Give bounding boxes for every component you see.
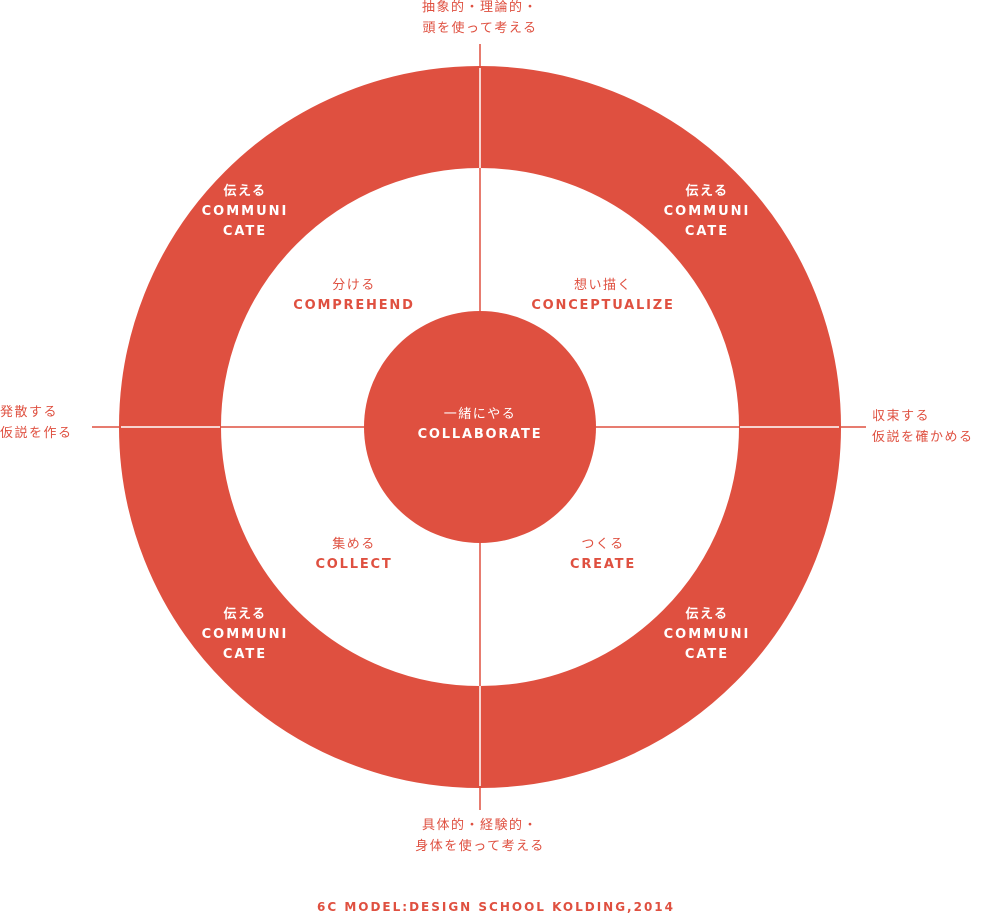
ring-label-top-left: 伝える COMMUNI CATE — [180, 182, 310, 242]
axis-label-bottom-line2: 身体を使って考える — [415, 838, 545, 854]
quadrant-label-top-left-en: COMPREHEND — [293, 298, 415, 314]
axis-label-top: 抽象的・理論的・ 頭を使って考える — [380, 0, 580, 40]
ring-label-bottom-right-ja: 伝える — [685, 607, 729, 622]
ring-label-top-right-ja: 伝える — [685, 184, 729, 199]
ring-label-bottom-left-ja: 伝える — [223, 607, 267, 622]
ring-label-bottom-left-en1: COMMUNI — [201, 627, 289, 643]
quadrant-label-bottom-right-ja: つくる — [581, 537, 625, 552]
center-label-ja: 一緒にやる — [443, 407, 517, 422]
ring-label-bottom-left-en2: CATE — [222, 647, 268, 663]
center-circle — [364, 311, 596, 543]
quadrant-label-top-right-ja: 想い描く — [573, 278, 632, 293]
caption: 6C MODEL:DESIGN SCHOOL KOLDING,2014 — [316, 900, 676, 914]
ring-label-bottom-right: 伝える COMMUNI CATE — [642, 605, 772, 665]
ring-label-top-left-en2: CATE — [222, 224, 268, 240]
quadrant-label-bottom-right-en: CREATE — [569, 557, 637, 573]
quadrant-label-bottom-left: 集める COLLECT — [264, 535, 444, 575]
quadrant-label-bottom-left-ja: 集める — [332, 537, 376, 552]
axis-label-right-line2: 仮説を確かめる — [872, 429, 974, 445]
ring-label-top-left-en1: COMMUNI — [201, 204, 289, 220]
axis-label-top-line1: 抽象的・理論的・ — [421, 0, 538, 15]
axis-label-left: 発散する 仮説を作る — [0, 403, 73, 445]
axis-label-top-line2: 頭を使って考える — [422, 20, 538, 36]
ring-label-bottom-right-en2: CATE — [684, 647, 730, 663]
center-label: 一緒にやる COLLABORATE — [380, 405, 580, 445]
quadrant-label-top-left: 分ける COMPREHEND — [264, 276, 444, 316]
axis-label-right-line1: 収束する — [872, 409, 931, 424]
quadrant-label-bottom-right: つくる CREATE — [513, 535, 693, 575]
axis-label-left-line1: 発散する — [0, 405, 59, 420]
axis-label-bottom-line1: 具体的・経験的・ — [421, 818, 538, 833]
axis-label-left-line2: 仮説を作る — [0, 425, 73, 441]
quadrant-label-top-left-ja: 分ける — [332, 278, 376, 293]
quadrant-label-top-right: 想い描く CONCEPTUALIZE — [503, 276, 703, 316]
ring-label-top-right: 伝える COMMUNI CATE — [642, 182, 772, 242]
axis-label-right: 収束する 仮説を確かめる — [872, 407, 974, 449]
ring-label-bottom-left: 伝える COMMUNI CATE — [180, 605, 310, 665]
center-label-en: COLLABORATE — [417, 427, 543, 443]
ring-label-top-left-ja: 伝える — [223, 184, 267, 199]
ring-label-bottom-right-en1: COMMUNI — [663, 627, 751, 643]
ring-label-top-right-en2: CATE — [684, 224, 730, 240]
axis-label-bottom: 具体的・経験的・ 身体を使って考える — [380, 816, 580, 858]
quadrant-label-top-right-en: CONCEPTUALIZE — [531, 298, 675, 314]
quadrant-label-bottom-left-en: COLLECT — [315, 557, 393, 573]
ring-label-top-right-en1: COMMUNI — [663, 204, 751, 220]
